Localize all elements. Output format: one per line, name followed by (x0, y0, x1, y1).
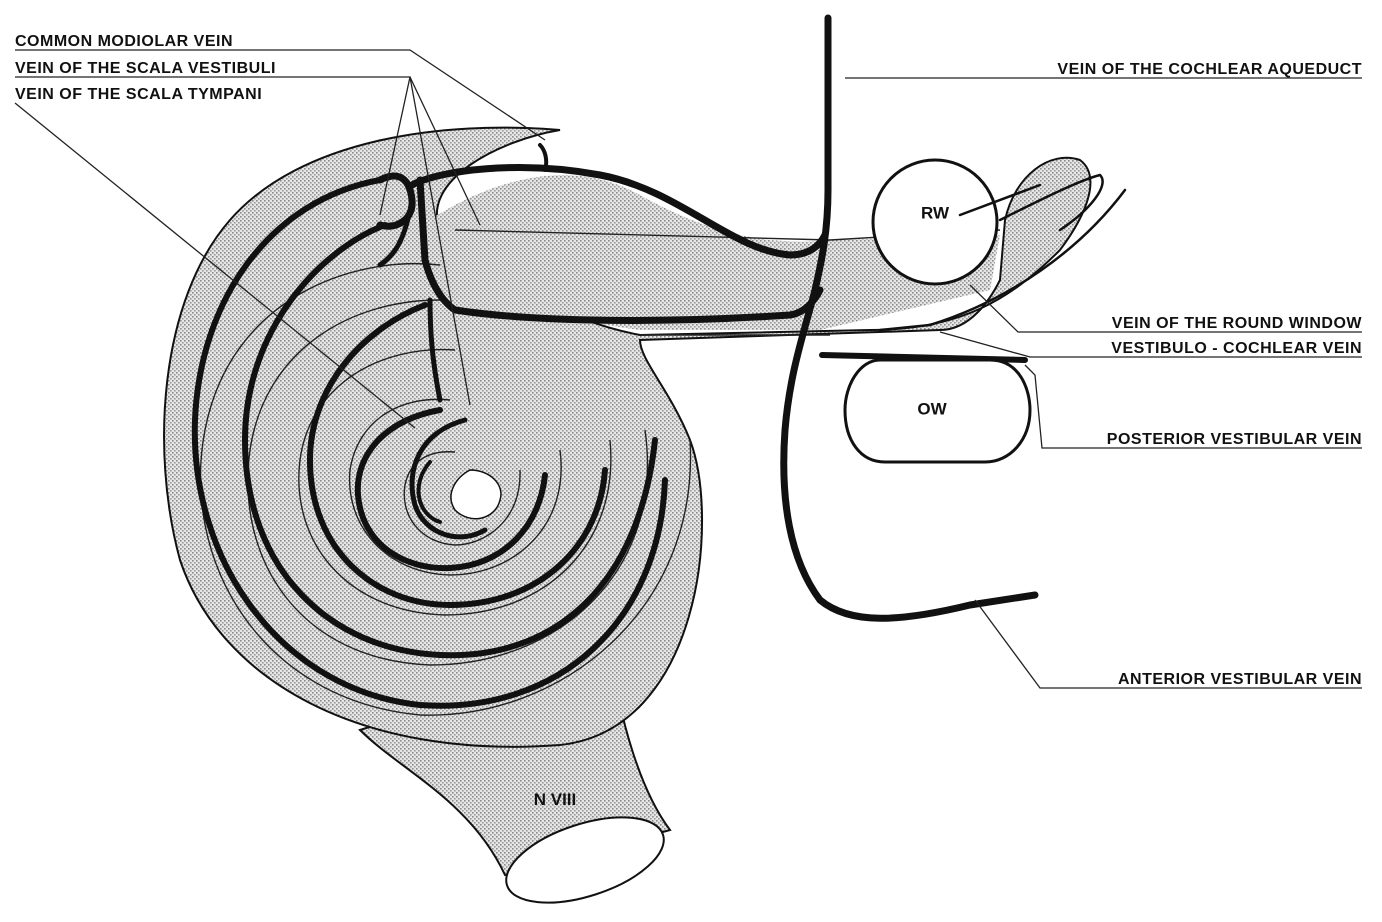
round-window-vein-loop (998, 173, 1104, 232)
cochlea-turns (199, 263, 692, 716)
label-common-modiolar-vein: COMMON MODIOLAR VEIN (15, 33, 233, 50)
label-vein-scala-vestibuli: VEIN OF THE SCALA VESTIBULI (15, 60, 276, 77)
round-window: RW (871, 158, 999, 286)
nerve-viii-label: N VIII (534, 790, 577, 809)
oval-window: OW (843, 358, 1032, 464)
spiral-veins (191, 177, 668, 709)
round-window-label: RW (921, 203, 950, 222)
labels: COMMON MODIOLAR VEIN VEIN OF THE SCALA V… (15, 33, 1362, 688)
nerve-viii-end (505, 816, 665, 904)
label-anterior-vestibular-vein: ANTERIOR VESTIBULAR VEIN (1118, 671, 1362, 688)
label-vein-round-window: VEIN OF THE ROUND WINDOW (1112, 315, 1363, 332)
leader-lines (14, 49, 1362, 689)
round-window-vein (878, 188, 1127, 332)
oval-window-label: OW (917, 399, 947, 418)
label-vestibulo-cochlear-vein: VESTIBULO - COCHLEAR VEIN (1111, 340, 1362, 357)
label-posterior-vestibular-vein: POSTERIOR VESTIBULAR VEIN (1107, 431, 1362, 448)
label-vein-scala-tympani: VEIN OF THE SCALA TYMPANI (15, 86, 262, 103)
duct-veins (376, 143, 829, 403)
round-window-line (958, 183, 1042, 217)
label-vein-cochlear-aqueduct: VEIN OF THE COCHLEAR AQUEDUCT (1057, 61, 1362, 78)
cochlea-duct (415, 175, 1000, 330)
